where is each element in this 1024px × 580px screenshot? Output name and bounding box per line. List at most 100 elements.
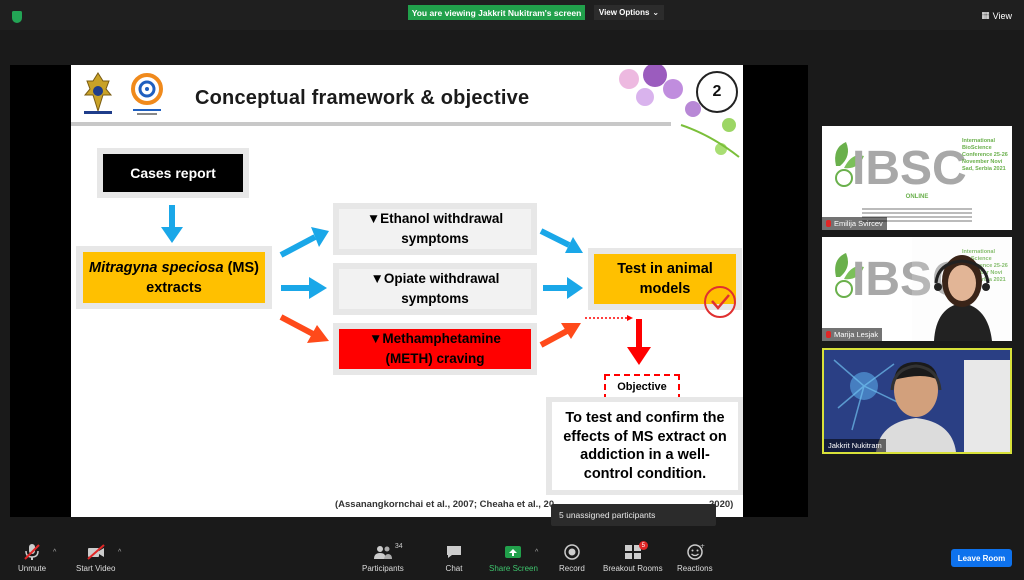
arrow-ethanol-to-test (539, 228, 583, 253)
participants-button[interactable]: 34 Participants (362, 543, 404, 573)
faculty-of-science-logo-icon (131, 73, 163, 115)
flow-arrows (161, 205, 651, 365)
participant-name: Jakkrit Nukitram (828, 441, 882, 450)
opiate-line2: symptoms (401, 291, 469, 306)
objective-line-4: control condition. (583, 465, 707, 482)
unmute-label: Unmute (18, 564, 47, 573)
ms-italic-text: Mitragyna speciosa (88, 259, 224, 276)
reactions-button[interactable]: + Reactions (677, 543, 713, 573)
smiley-icon: + (687, 543, 705, 560)
title-underline (71, 122, 671, 126)
opiate-withdrawal-box: ▼Opiate withdrawal symptoms (333, 263, 537, 315)
cases-report-label: Cases report (103, 154, 243, 192)
record-label: Record (559, 564, 585, 573)
meth-craving-box: ▼Methamphetamine (METH) craving (333, 323, 537, 375)
chevron-down-icon: ⌄ (652, 8, 660, 17)
slide-header: Conceptual framework & objective (71, 65, 743, 126)
view-options-button[interactable]: View Options ⌄ (594, 5, 664, 20)
ms-extracts-inner: Mitragyna speciosa (MS) extracts (83, 252, 265, 303)
meeting-toolbar: Unmute ^ Start Video ^ 34 Partici (0, 537, 1024, 580)
arrow-test-to-objective (627, 319, 651, 365)
objective-text-box: To test and confirm the effects of MS ex… (546, 397, 743, 495)
opiate-line1: ▼Opiate withdrawal (370, 271, 500, 286)
muted-mic-icon (826, 220, 831, 227)
grid-icon: ▦ (981, 10, 990, 20)
svg-text:IBSC: IBSC (852, 142, 967, 195)
test-line1: Test in animal (617, 261, 713, 277)
slide-title: Conceptual framework & objective (195, 87, 530, 109)
unmute-button[interactable]: Unmute (18, 543, 46, 573)
view-options-label: View Options (598, 8, 650, 17)
ms-line2-text: extracts (146, 279, 202, 296)
security-shield-icon[interactable] (12, 11, 22, 23)
arrow-cases-to-ms (161, 205, 183, 243)
participant-video-man (824, 350, 1010, 452)
meth-inner: ▼Methamphetamine (METH) craving (339, 329, 531, 369)
test-line2: models (639, 281, 691, 297)
participant-name: Marija Lesjak (834, 330, 879, 339)
cases-report-box: Cases report (97, 148, 249, 198)
leave-room-button[interactable]: Leave Room (951, 549, 1012, 567)
share-screen-icon (505, 546, 522, 558)
top-bar: You are viewing Jakkrit Nukitram's scree… (0, 0, 1024, 30)
checkmark-circle-icon (704, 286, 736, 318)
objective-line-2: effects of MS extract on (563, 428, 727, 445)
share-screen-button[interactable]: Share Screen (489, 543, 538, 573)
ibsc-logo-icon: IBSC (835, 142, 967, 195)
arrow-meth-to-test (539, 323, 581, 348)
online-label: ONLINE (905, 194, 929, 200)
share-options-caret-icon[interactable]: ^ (535, 549, 539, 556)
participant-tile[interactable]: IBSC International BioScience Conference… (822, 126, 1012, 230)
participant-tile[interactable]: IBSC International BioScience Conference… (822, 237, 1012, 341)
dotted-arrow (585, 315, 633, 321)
ethanol-inner: ▼Ethanol withdrawal symptoms (339, 209, 531, 249)
arrow-ms-to-opiate (281, 277, 327, 299)
opiate-inner: ▼Opiate withdrawal symptoms (339, 269, 531, 309)
ethanol-line1: ▼Ethanol withdrawal (366, 211, 504, 226)
breakout-rooms-button[interactable]: 5 Breakout Rooms (603, 541, 663, 573)
record-icon (564, 544, 580, 560)
meth-line2: (METH) craving (385, 351, 485, 366)
ethanol-withdrawal-box: ▼Ethanol withdrawal symptoms (333, 203, 537, 255)
participants-icon-wrap: 34 (373, 543, 403, 561)
reference-citation: (Assanangkornchai et al., 2007; Cheaha e… (335, 499, 733, 510)
reference-text: (Assanangkornchai et al., 2007; Cheaha e… (335, 499, 555, 510)
muted-microphone-icon (24, 544, 40, 560)
record-button[interactable]: Record (559, 543, 585, 573)
ms-abbrev-text: (MS) (223, 259, 259, 276)
view-button-label: View (992, 10, 1012, 21)
breakout-rooms-icon (624, 545, 641, 559)
arrow-ms-to-meth (279, 314, 329, 343)
start-video-button[interactable]: Start Video (76, 543, 115, 573)
slide-number-badge: 2 (696, 71, 738, 113)
conference-text: International BioScience Conference 25-2… (962, 138, 1008, 172)
video-options-caret-icon[interactable]: ^ (118, 549, 122, 556)
share-screen-label: Share Screen (489, 564, 538, 573)
svg-text:+: + (700, 543, 705, 550)
ms-extracts-box: Mitragyna speciosa (MS) extracts (76, 246, 272, 309)
audio-options-caret-icon[interactable]: ^ (53, 549, 57, 556)
arrow-ms-to-ethanol (279, 227, 329, 258)
university-seal-icon (83, 72, 113, 114)
chat-button[interactable]: Chat (444, 543, 464, 573)
presentation-slide: Conceptual framework & objective 2 (71, 65, 743, 517)
active-speaker-tile[interactable]: Jakkrit Nukitram (822, 348, 1012, 454)
breakout-icon-wrap: 5 (623, 541, 648, 561)
participant-name-tag: Emilija Svircev (822, 217, 887, 230)
test-animal-models-box: Test in animal models (588, 248, 742, 310)
participant-video-woman (912, 237, 1012, 341)
muted-mic-icon (826, 331, 831, 338)
participant-name: Emilija Svircev (834, 219, 883, 228)
video-off-icon (87, 544, 105, 560)
ethanol-line2: symptoms (401, 231, 469, 246)
objective-line-3: addiction in a well- (580, 447, 710, 463)
participant-name-tag: Jakkrit Nukitram (824, 439, 886, 452)
meth-line1: ▼Methamphetamine (369, 331, 501, 346)
chat-label: Chat (445, 564, 463, 573)
objective-label: Objective (604, 374, 680, 400)
objective-line-1: To test and confirm the (565, 410, 725, 426)
test-inner: Test in animal models (594, 254, 736, 304)
conference-text: International BioScience Conference 25-2… (962, 249, 1008, 283)
view-button[interactable]: ▦ View (981, 10, 1012, 21)
